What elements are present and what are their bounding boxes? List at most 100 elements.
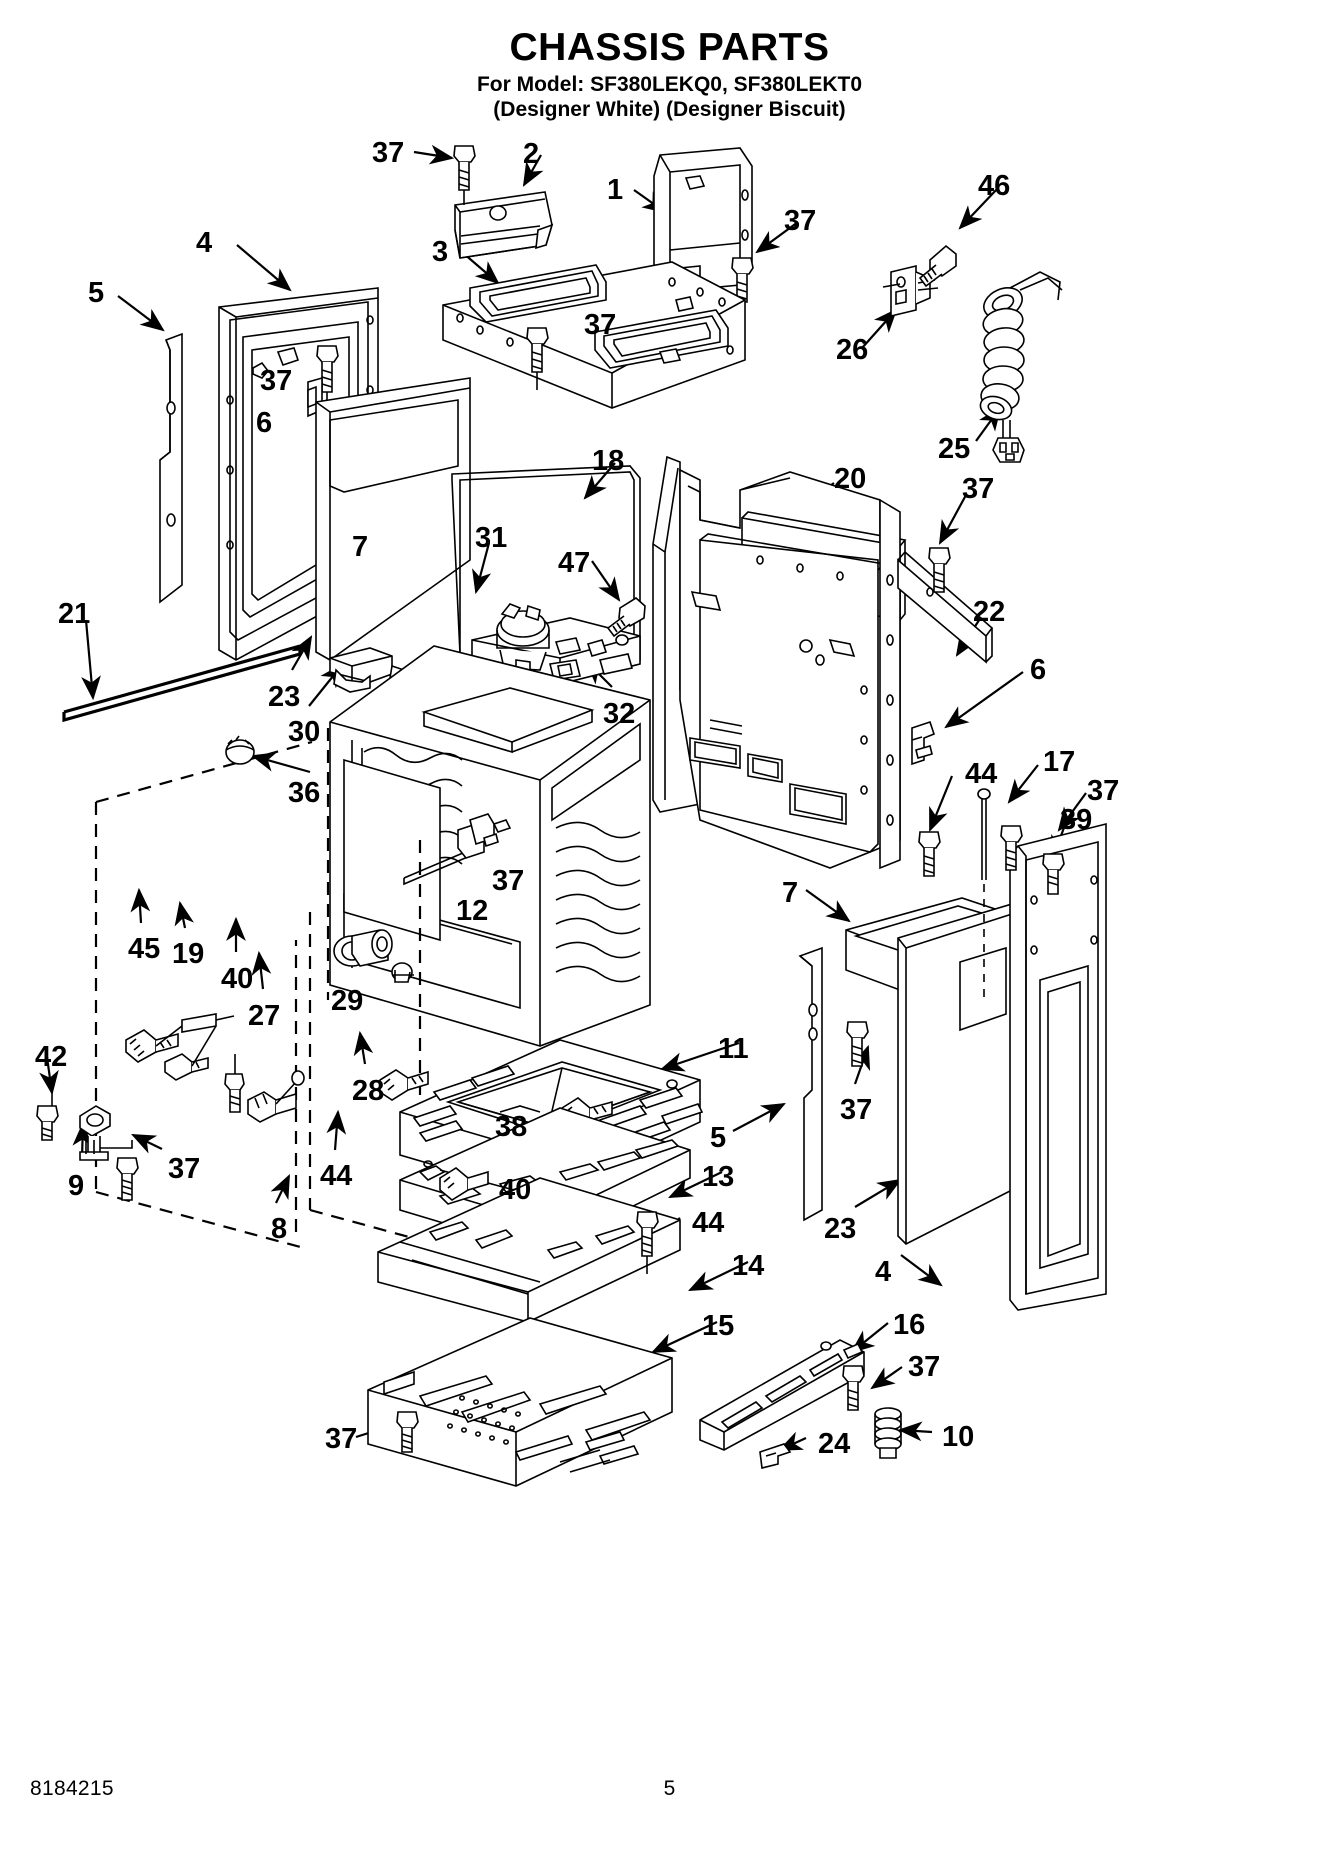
- part-14-drawer-support: [377, 1177, 681, 1323]
- callout-5: 5: [710, 1122, 727, 1154]
- callout-44: 44: [692, 1207, 725, 1239]
- part-27-bushing: [247, 1091, 297, 1123]
- screw-37-door-panel: [316, 345, 339, 402]
- part-37-screw-bottom: [396, 1411, 419, 1453]
- part-12-sensor-probe: [403, 813, 512, 886]
- callout-9: 9: [68, 1170, 85, 1202]
- callout-20: 20: [834, 463, 867, 495]
- callout-46: 46: [978, 170, 1011, 202]
- part-7-door-trim-strip-left: [315, 377, 471, 661]
- part-16-bottom-front-rail: [699, 1339, 865, 1451]
- callout-38: 38: [495, 1111, 528, 1143]
- callout-18: 18: [592, 445, 625, 477]
- callout-27: 27: [248, 1000, 281, 1032]
- callout-10: 10: [942, 1421, 975, 1453]
- part-20-rear-panel: [652, 455, 907, 870]
- callout-12: 12: [456, 895, 489, 927]
- callout-22: 22: [973, 596, 1006, 628]
- cavity-phantom-outline: [94, 728, 422, 1250]
- callout-14: 14: [732, 1250, 765, 1282]
- part-29-knobs: [333, 929, 414, 983]
- part-44-screw-right: [918, 831, 941, 877]
- callout-37: 37: [584, 309, 617, 341]
- callout-4: 4: [875, 1256, 892, 1288]
- part-44-screw-14: [636, 1211, 659, 1274]
- part-37-screw-leg: [116, 1157, 139, 1201]
- part-45-screw: [125, 1029, 179, 1063]
- part-6-hinge-bracket-right: [911, 720, 935, 766]
- part-37-screw-right-door: [1000, 825, 1023, 871]
- callout-32: 32: [603, 698, 636, 730]
- part-5-side-trim-right: [798, 946, 823, 1222]
- footer-part-number: 8184215: [30, 1777, 114, 1800]
- part-42-screw: [36, 1093, 59, 1141]
- part-15-bottom-drawer-panel: [367, 1317, 673, 1487]
- screw-46-ground-screw: [918, 244, 957, 288]
- callout-7: 7: [782, 877, 799, 909]
- part-10-spring-leveler: [874, 1407, 902, 1459]
- bracket-strip-lower-left: [155, 1013, 305, 1105]
- callout-3: 3: [432, 236, 449, 268]
- part-19-screw: [164, 1053, 209, 1081]
- callout-1: 1: [607, 174, 624, 206]
- part-37-screw-rail: [842, 1365, 865, 1411]
- callout-6: 6: [256, 407, 273, 439]
- callout-40: 40: [499, 1174, 532, 1206]
- callout-29: 29: [331, 985, 364, 1017]
- oven-cavity-liner: [329, 645, 651, 1047]
- footer-page-number: 5: [663, 1777, 676, 1800]
- callout-45: 45: [128, 933, 161, 965]
- callout-8: 8: [271, 1213, 288, 1245]
- callout-17: 17: [1043, 746, 1076, 778]
- callout-23: 23: [824, 1213, 857, 1245]
- callout-37: 37: [372, 137, 405, 169]
- part-23-door-liner-right: [897, 902, 1013, 1245]
- callout-31: 31: [475, 522, 508, 554]
- callout-37: 37: [908, 1351, 941, 1383]
- callout-13: 13: [702, 1161, 735, 1193]
- callout-26: 26: [836, 334, 869, 366]
- callout-36: 36: [288, 777, 321, 809]
- callout-30: 30: [288, 716, 321, 748]
- callout-47: 47: [558, 547, 591, 579]
- callout-23: 23: [268, 681, 301, 713]
- callout-28: 28: [352, 1075, 385, 1107]
- part-28-screw: [379, 1069, 429, 1101]
- part-21-long-diagonal-trim: [62, 644, 302, 723]
- callout-19: 19: [172, 938, 205, 970]
- part-37-screw-side-trim-right: [846, 1021, 869, 1067]
- callout-44: 44: [320, 1160, 353, 1192]
- part-24-clip: [759, 1443, 792, 1469]
- part-39-screw: [1042, 853, 1065, 895]
- screw-37-side-rail: [928, 547, 951, 593]
- callout-15: 15: [702, 1310, 735, 1342]
- callout-7: 7: [352, 531, 369, 563]
- callout-11: 11: [718, 1033, 749, 1065]
- callout-4: 4: [196, 227, 213, 259]
- callout-37: 37: [325, 1423, 358, 1455]
- callout-37: 37: [784, 205, 817, 237]
- page-title: CHASSIS PARTS: [509, 26, 830, 69]
- screw-47-thermostat-screw: [606, 597, 646, 638]
- model-line: For Model: SF380LEKQ0, SF380LEKT0: [476, 72, 863, 96]
- callout-37: 37: [840, 1094, 873, 1126]
- callout-2: 2: [523, 138, 540, 170]
- part-17-pin: [977, 788, 991, 1000]
- part-5-side-trim-left: [159, 332, 183, 604]
- callout-37: 37: [1087, 775, 1120, 807]
- screw-37-backguard: [453, 145, 476, 205]
- part-1-backguard-panel: [653, 147, 753, 293]
- callout-6: 6: [1030, 654, 1047, 686]
- callout-24: 24: [818, 1428, 851, 1460]
- callout-16: 16: [893, 1309, 926, 1341]
- callout-37: 37: [962, 473, 995, 505]
- part-9-leveling-leg: [79, 1105, 133, 1161]
- callout-37: 37: [260, 365, 293, 397]
- part-40-screw-on-13: [439, 1167, 489, 1201]
- callout-42: 42: [35, 1041, 68, 1073]
- part-2-backguard-bracket: [454, 191, 554, 259]
- part-3-cooktop-main-top: [442, 261, 746, 409]
- screw-37-cooktop: [526, 327, 549, 390]
